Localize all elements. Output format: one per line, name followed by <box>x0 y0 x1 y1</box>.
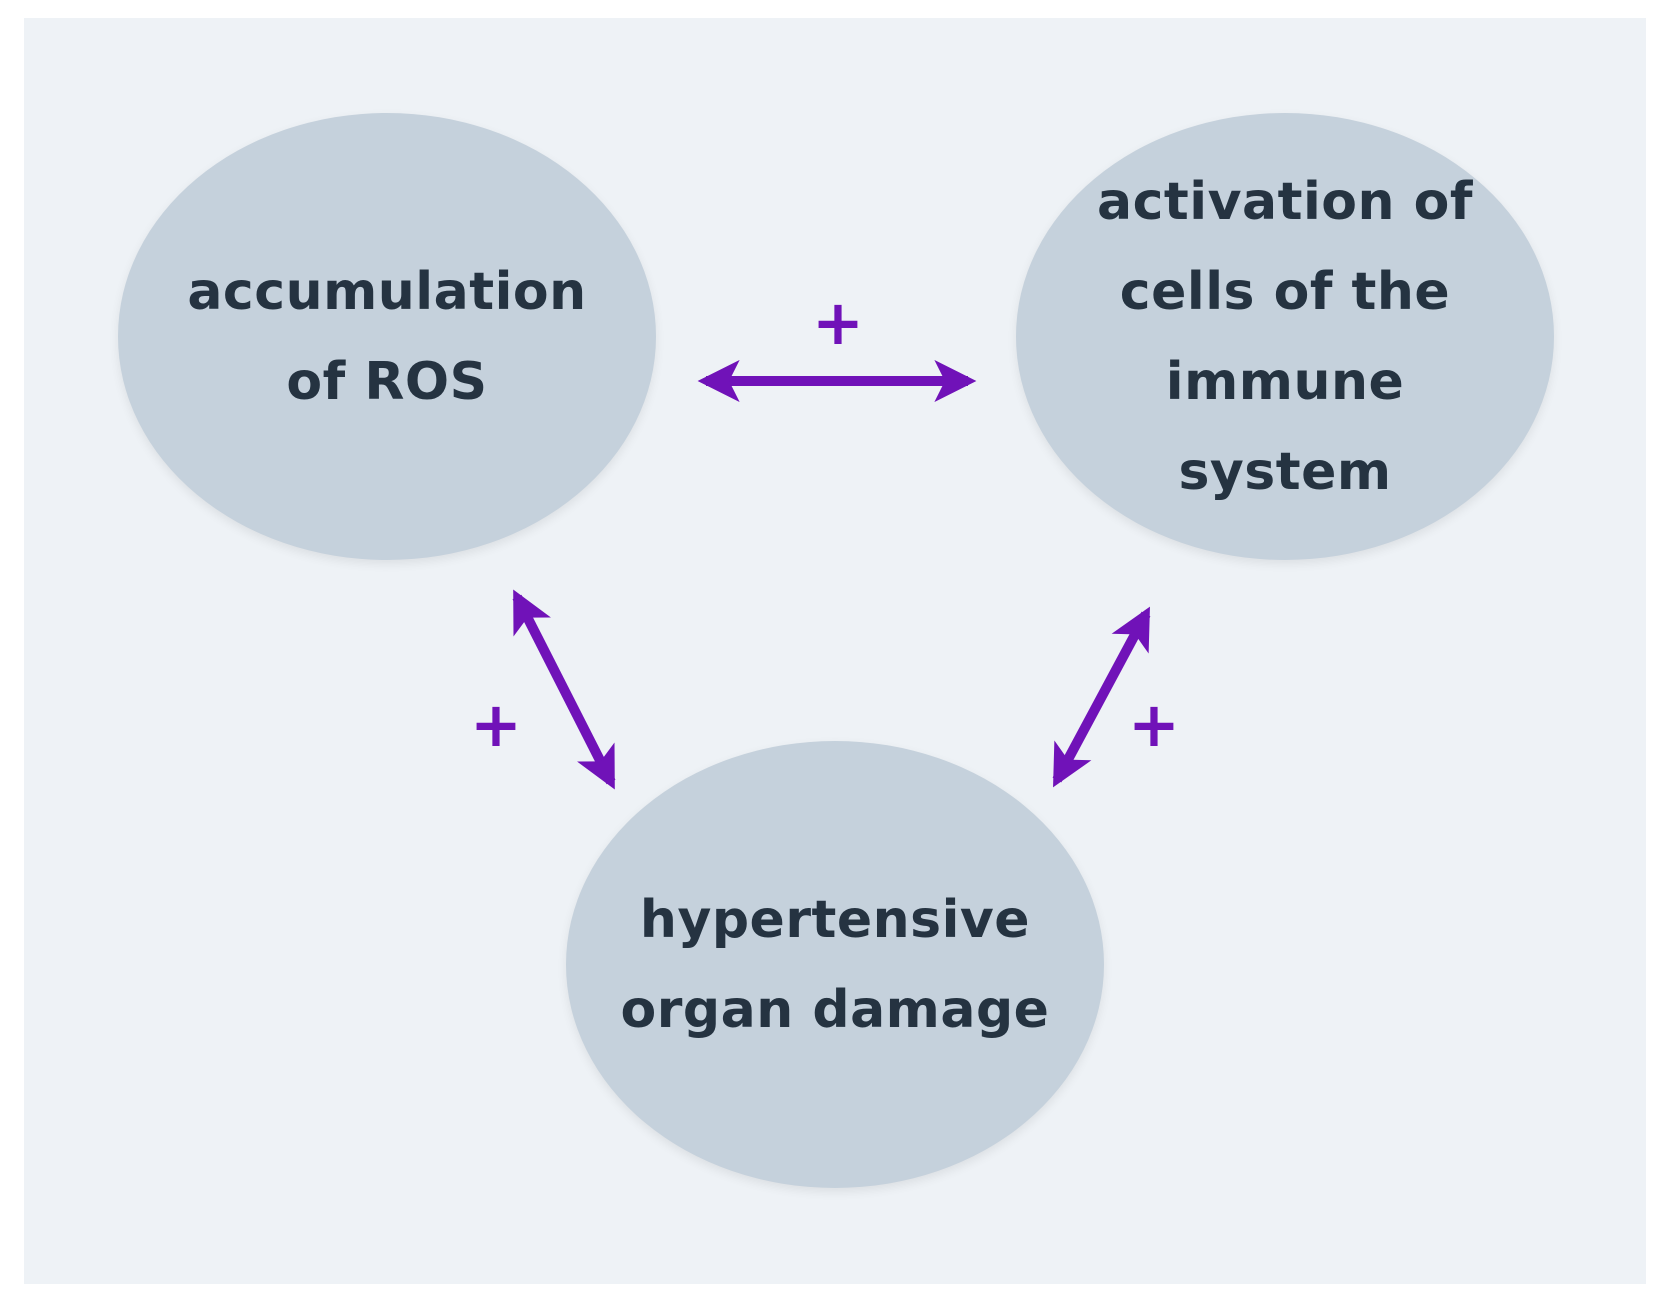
node-label-line: cells of the <box>1119 261 1451 322</box>
node-label-ros: accumulation of ROS <box>187 247 586 427</box>
sign-immune-damage: + <box>1128 688 1180 761</box>
node-label-line: organ damage <box>620 979 1050 1040</box>
node-label-immune: activation of cells of the immune system <box>1097 157 1473 517</box>
node-label-line: immune <box>1165 351 1405 412</box>
arrow-immune-damage <box>1052 606 1151 788</box>
node-label-damage: hypertensive organ damage <box>621 875 1050 1055</box>
node-label-line: accumulation <box>187 261 587 322</box>
node-label-line: activation of <box>1097 171 1473 232</box>
node-immune-activation: activation of cells of the immune system <box>1016 113 1554 560</box>
node-accumulation-of-ros: accumulation of ROS <box>118 113 656 560</box>
sign-ros-immune: + <box>812 286 864 359</box>
sign-ros-damage: + <box>470 688 522 761</box>
node-label-line: system <box>1178 441 1392 502</box>
arrow-ros-damage <box>512 589 616 790</box>
node-hypertensive-organ-damage: hypertensive organ damage <box>566 741 1104 1188</box>
node-label-line: of ROS <box>286 351 488 412</box>
node-label-line: hypertensive <box>639 889 1031 950</box>
